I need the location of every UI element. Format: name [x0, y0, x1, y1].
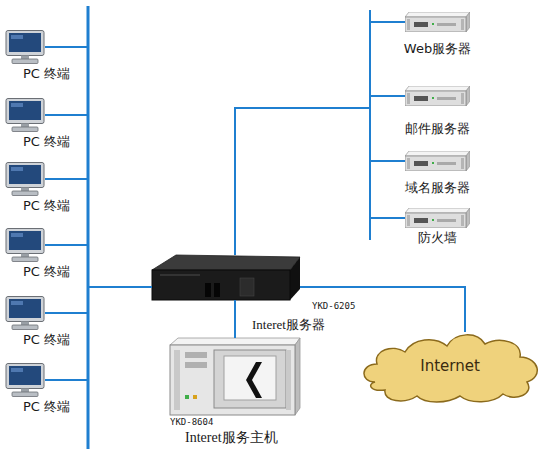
pc-icon	[6, 364, 44, 397]
mail-server: 邮件服务器	[405, 86, 470, 106]
host-front	[170, 345, 295, 415]
network-link	[45, 47, 152, 287]
node-label: PC 终端	[23, 333, 103, 348]
node-label: PC 终端	[23, 199, 103, 214]
pc-terminal: PC 终端	[5, 363, 45, 397]
internet-server: YKD-6205Interet服务器	[152, 255, 300, 300]
server-vent	[205, 283, 211, 297]
server-front	[152, 270, 290, 300]
network-link	[235, 96, 405, 255]
network-link	[234, 300, 236, 338]
server-side	[290, 257, 300, 300]
rack-server-icon	[405, 86, 470, 106]
host-handle	[286, 350, 291, 410]
host-window	[224, 356, 276, 400]
pc-icon	[6, 229, 44, 262]
pc-icon	[6, 297, 44, 330]
pc-terminal: PC 终端	[5, 30, 45, 64]
node-label: 邮件服务器	[385, 122, 490, 137]
network-link	[235, 108, 405, 255]
network-link	[235, 22, 405, 255]
host-bay	[185, 352, 207, 358]
pc-icon	[6, 99, 44, 132]
host-light	[185, 395, 189, 399]
node-label: PC 终端	[23, 265, 103, 280]
host-handle	[174, 350, 180, 410]
pc-terminal: PC 终端	[5, 228, 45, 262]
pc-terminal: PC 终端	[5, 296, 45, 330]
host-light	[193, 395, 197, 399]
node-label: Internet	[355, 358, 545, 375]
server-top	[152, 255, 300, 270]
pc-terminal: PC 终端	[5, 98, 45, 132]
node-label: YKD-8604	[170, 417, 240, 427]
node-label: PC 终端	[23, 67, 103, 82]
pc-icon	[6, 163, 44, 196]
node-label: PC 终端	[23, 400, 103, 415]
host-side	[295, 338, 300, 415]
host-bay	[185, 362, 207, 368]
node-label: PC 终端	[23, 135, 103, 150]
network-link	[45, 287, 152, 313]
dns-server: 域名服务器	[405, 151, 470, 171]
network-link	[235, 108, 405, 255]
node-label: Web服务器	[385, 42, 490, 57]
rack-server-icon	[405, 151, 470, 171]
node-label: 防火墙	[385, 231, 490, 246]
web-server: Web服务器	[405, 12, 470, 32]
server-vent	[214, 283, 220, 297]
rack-server-icon	[405, 12, 470, 32]
internet-server-icon	[152, 255, 300, 300]
server-host-icon	[170, 338, 300, 415]
server-edge	[160, 274, 200, 276]
pc-terminal: PC 终端	[5, 162, 45, 196]
pc-icon	[6, 31, 44, 64]
host-door	[214, 350, 286, 408]
node-label: 域名服务器	[385, 181, 490, 196]
firewall: 防火墙	[405, 208, 470, 228]
host-top	[170, 338, 300, 345]
firewall-icon	[405, 208, 470, 228]
host-logo	[246, 362, 262, 398]
node-label: YKD-6205	[312, 301, 382, 311]
server-panel	[240, 278, 254, 296]
node-label: Interet服务主机	[185, 430, 335, 446]
internet-cloud: Internet	[355, 332, 545, 404]
server-host: YKD-8604Interet服务主机	[165, 338, 300, 415]
node-label: Interet服务器	[252, 318, 382, 333]
